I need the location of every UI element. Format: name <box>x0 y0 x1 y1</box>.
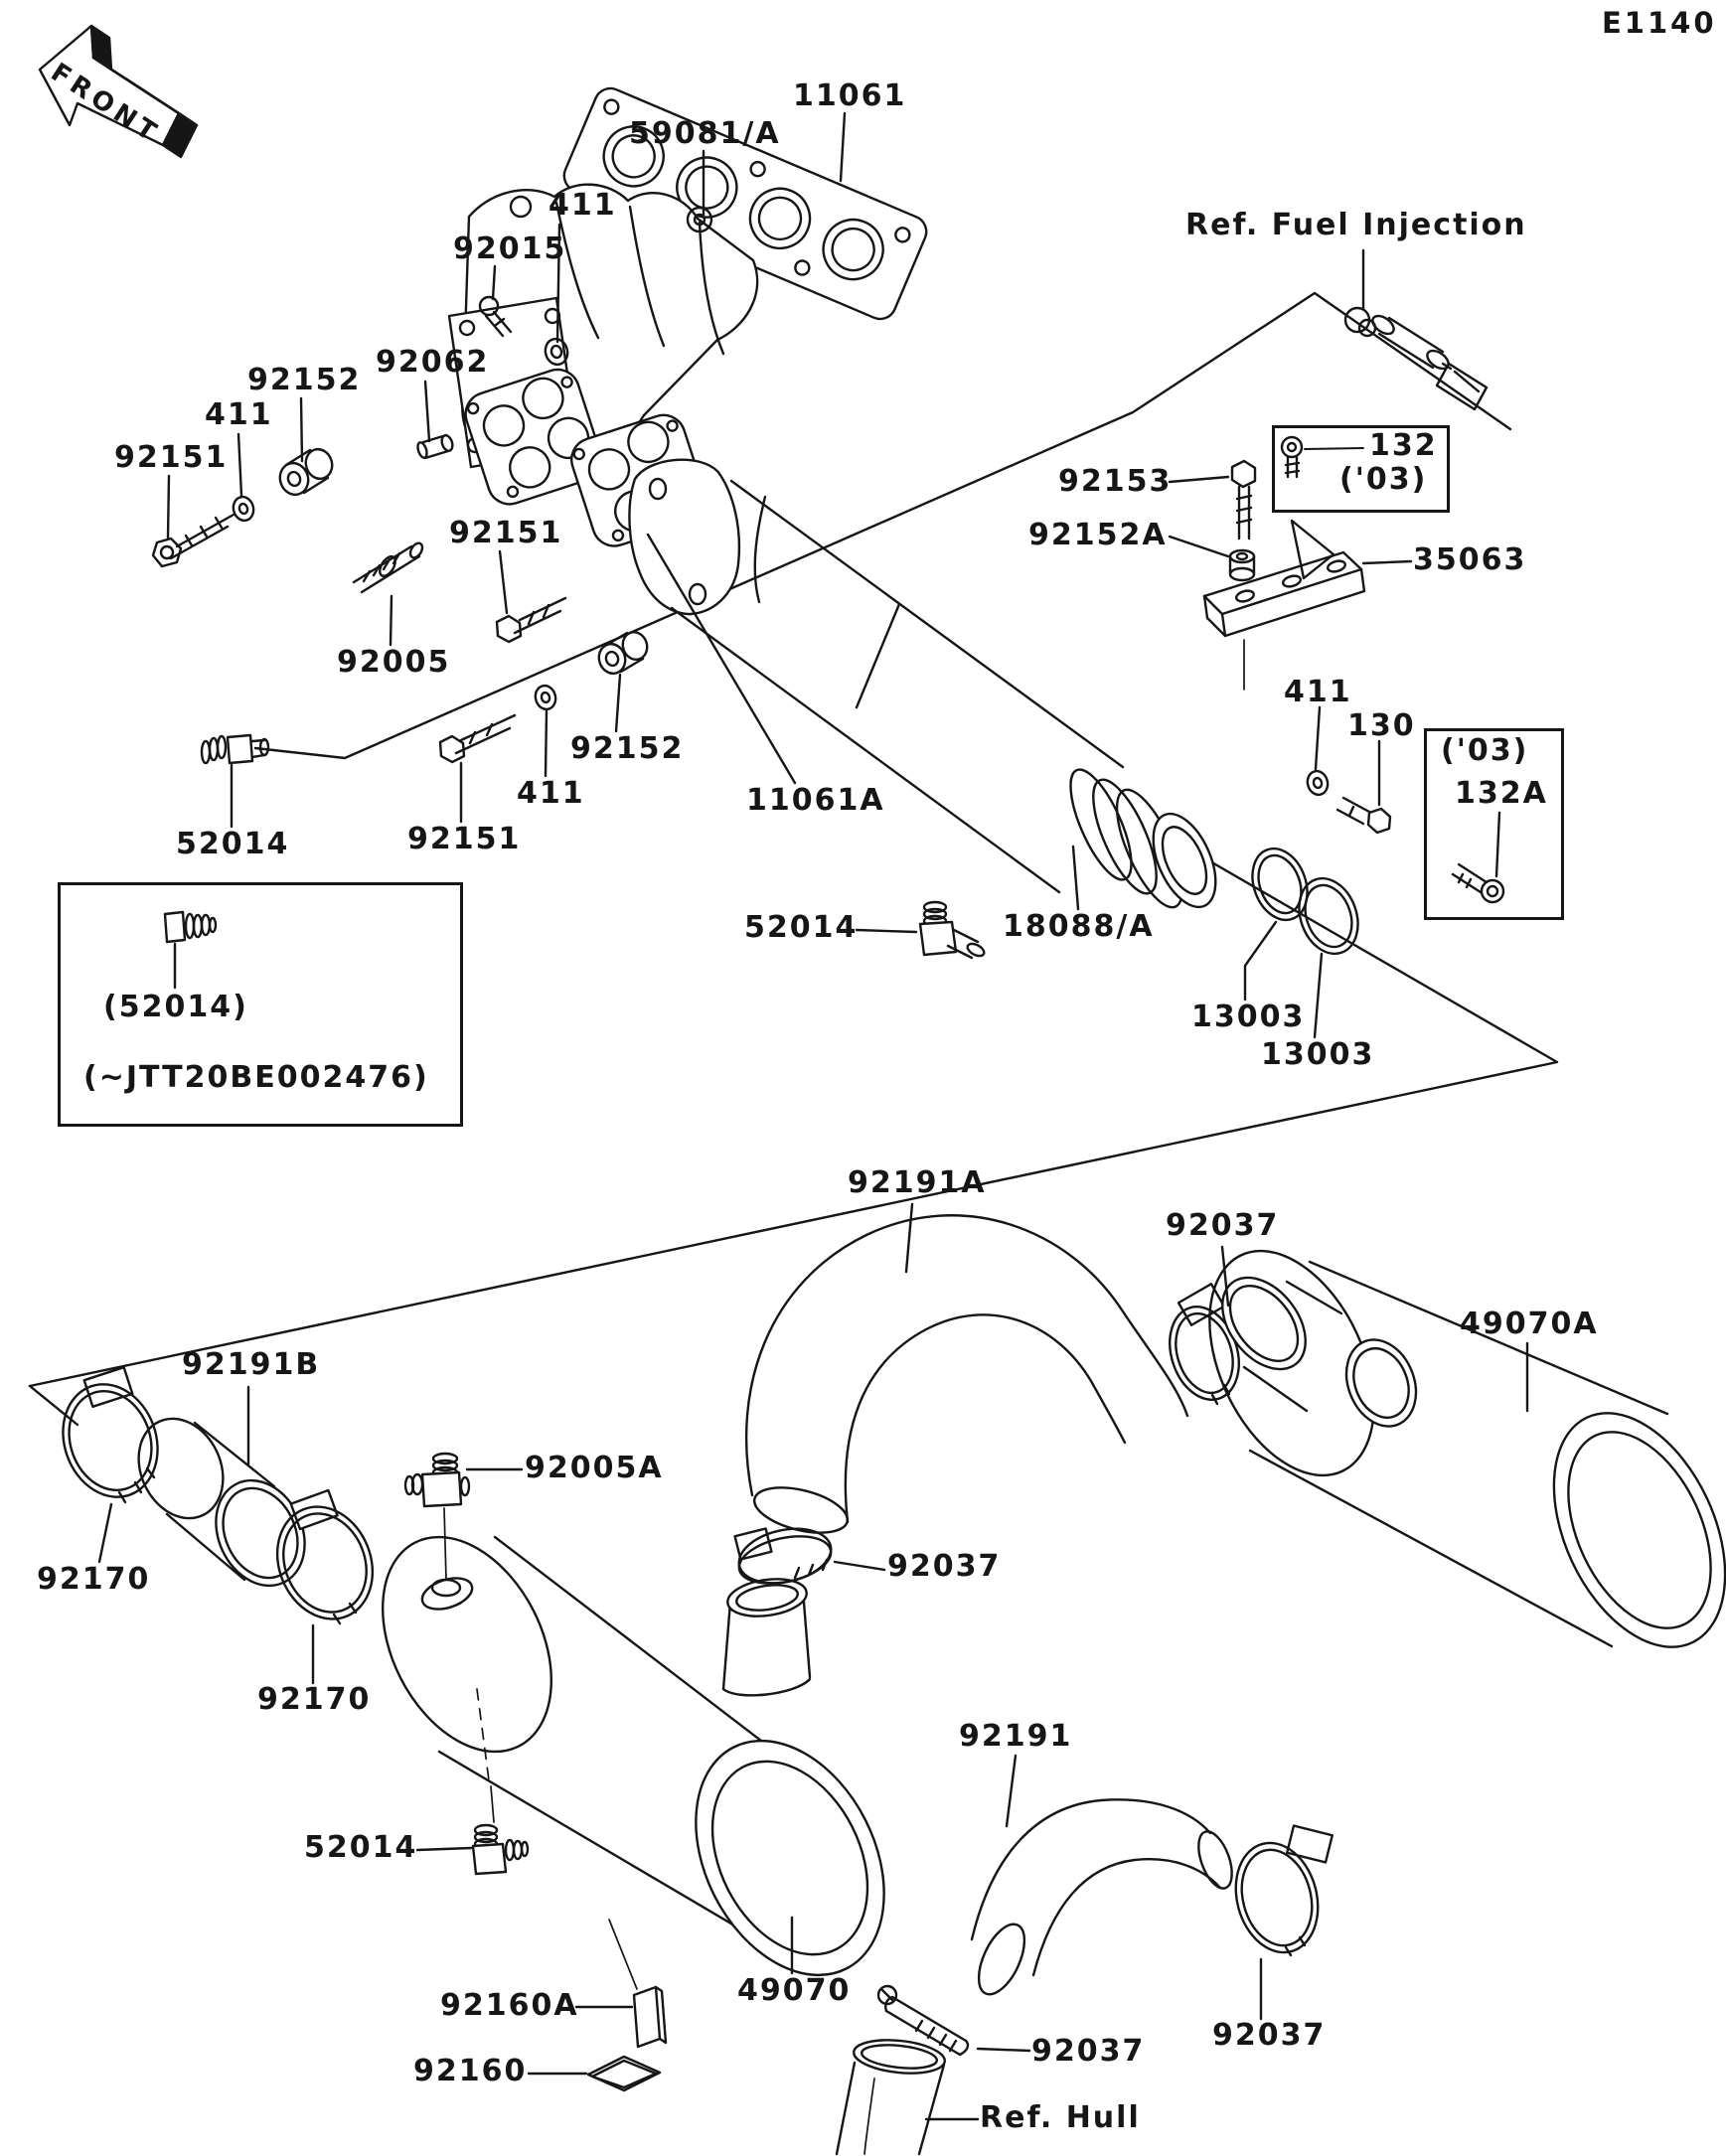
part-label-13003-2: 13003 <box>1261 1037 1375 1072</box>
o-rings-13003-art <box>1251 847 1359 956</box>
part-label-92062: 92062 <box>376 345 490 380</box>
hull-pipe-art <box>835 2039 946 2156</box>
part-label-92170-2: 92170 <box>257 1682 372 1717</box>
exhaust-pipe-18088-art <box>628 458 1217 909</box>
ref-label-ref-fuel-injection: Ref. Fuel Injection <box>1185 208 1527 242</box>
fitting-52014-3-art <box>471 1823 530 1876</box>
part-label-92015: 92015 <box>453 231 567 266</box>
part-label-92191: 92191 <box>959 1719 1073 1754</box>
leader-lines <box>97 111 1529 2121</box>
part-label-132a: 132A <box>1455 776 1548 811</box>
callout-box-132 <box>1272 425 1450 513</box>
part-label-92151-3: 92151 <box>407 822 522 856</box>
front-arrow-icon <box>38 24 199 159</box>
note-label-serial-note: (~JTT20BE002476) <box>83 1060 429 1095</box>
part-label-411-1: 411 <box>549 188 617 223</box>
part-label-52014-3: 52014 <box>304 1830 418 1865</box>
part-label-411-2: 411 <box>205 397 273 432</box>
callout-box-52014 <box>58 882 463 1127</box>
part-label-92037-4: 92037 <box>1212 2018 1327 2053</box>
part-label-52014-2: 52014 <box>744 910 859 945</box>
part-label-52014-1: 52014 <box>176 827 290 861</box>
pad-92160-art <box>586 2055 662 2092</box>
part-label-49070: 49070 <box>737 1973 852 2008</box>
part-label-92005: 92005 <box>337 645 451 680</box>
part-label-92151-1: 92151 <box>114 440 229 475</box>
clamp-92170-2-art <box>275 1488 375 1625</box>
part-label-92160: 92160 <box>413 2054 528 2088</box>
clamp-92037-3-art <box>876 1984 970 2057</box>
part-label-92037-2: 92037 <box>887 1549 1002 1584</box>
fuel-injection-sensor-art <box>1343 306 1489 411</box>
clamp-92037-4-art <box>1234 1824 1334 1957</box>
part-label-92152-2: 92152 <box>570 731 685 766</box>
ref-label-ref-hull: Ref. Hull <box>980 2100 1141 2135</box>
part-label-92151-2: 92151 <box>449 516 563 550</box>
part-label-35063: 35063 <box>1413 542 1527 577</box>
part-label-11061-a: 11061A <box>746 783 885 818</box>
part-label-92152-a: 92152A <box>1028 518 1168 552</box>
callout-box-132a <box>1424 728 1564 920</box>
callout-52014-fitting-art <box>163 910 218 944</box>
part-label-411-4: 411 <box>1284 675 1352 709</box>
upper-fasteners-art <box>151 295 1392 960</box>
hose-92191a-art <box>744 1214 1189 1534</box>
construction-lines <box>28 291 1559 1427</box>
part-label-49070-a: 49070A <box>1460 1307 1599 1341</box>
note-label-52014-note: (52014) <box>103 990 248 1024</box>
note-label-132-year: ('03) <box>1339 462 1428 497</box>
callout-132-bolt-art <box>1280 435 1364 479</box>
part-label-92160-a: 92160A <box>440 1988 579 2023</box>
bracket-35063-art <box>1202 519 1366 691</box>
clamp-92037-2-art <box>733 1527 833 1585</box>
note-label-132a-year: ('03) <box>1441 733 1529 768</box>
damper-92160a-art <box>632 1985 668 2049</box>
part-label-92170-1: 92170 <box>37 1562 151 1597</box>
part-label-13003-1: 13003 <box>1191 1000 1306 1034</box>
part-label-59081-a: 59081/A <box>629 116 781 151</box>
part-label-18088-a: 18088/A <box>1003 909 1155 944</box>
muffler-49070-art <box>381 1535 885 1990</box>
part-label-11061: 11061 <box>793 78 907 113</box>
hose-92191-art <box>970 1798 1233 1996</box>
part-label-130: 130 <box>1347 708 1416 743</box>
muffler-49070a-art <box>1208 1249 1726 1648</box>
part-label-411-3: 411 <box>517 776 585 811</box>
part-label-92005-a: 92005A <box>525 1451 664 1485</box>
part-label-92037-1: 92037 <box>1166 1208 1280 1243</box>
gasket-rear-art <box>464 368 604 506</box>
callout-132a-bolt-art <box>1451 862 1505 904</box>
part-label-132: 132 <box>1369 428 1438 463</box>
part-label-92153: 92153 <box>1058 464 1173 499</box>
clamp-92170-1-art <box>62 1365 159 1504</box>
fitting-92005a-art <box>403 1452 474 1611</box>
diagram-code: E1140 <box>1602 6 1717 40</box>
part-label-92191-a: 92191A <box>848 1165 987 1200</box>
part-label-92037-3: 92037 <box>1031 2034 1146 2069</box>
part-label-92191-b: 92191B <box>182 1347 321 1382</box>
part-label-92152-1: 92152 <box>247 363 362 397</box>
